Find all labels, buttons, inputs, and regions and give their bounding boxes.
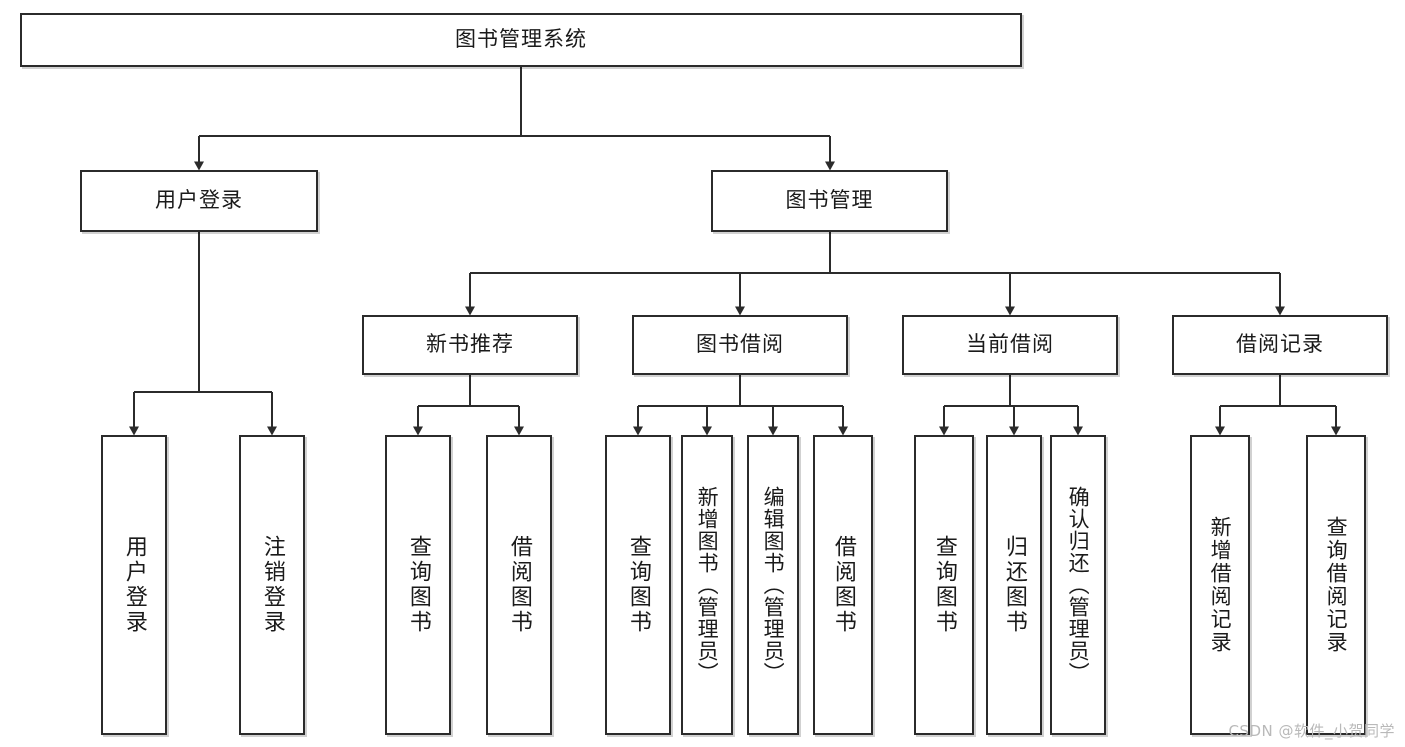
node-new-book-recommend[interactable]: 新书推荐 bbox=[362, 315, 578, 375]
node-current-borrow-label: 当前借阅 bbox=[966, 332, 1054, 357]
leaf-borrow-book-1[interactable]: 借阅图书 bbox=[486, 435, 552, 735]
node-borrow-record-label: 借阅记录 bbox=[1236, 332, 1324, 357]
leaf-return-book[interactable]: 归还图书 bbox=[986, 435, 1042, 735]
leaf-logout[interactable]: 注销登录 bbox=[239, 435, 305, 735]
leaf-edit-book-label: 编辑图书（管理员） bbox=[761, 486, 786, 684]
leaf-query-book-3[interactable]: 查询图书 bbox=[914, 435, 974, 735]
leaf-borrow-book-1-label: 借阅图书 bbox=[506, 535, 532, 635]
csdn-watermark: CSDN @软件_小贺同学 bbox=[1228, 722, 1395, 740]
leaf-add-record-label: 新增借阅记录 bbox=[1208, 516, 1233, 654]
leaf-borrow-book-2[interactable]: 借阅图书 bbox=[813, 435, 873, 735]
node-book-borrow[interactable]: 图书借阅 bbox=[632, 315, 848, 375]
leaf-confirm-return[interactable]: 确认归还（管理员） bbox=[1050, 435, 1106, 735]
leaf-add-record[interactable]: 新增借阅记录 bbox=[1190, 435, 1250, 735]
leaf-add-book[interactable]: 新增图书（管理员） bbox=[681, 435, 733, 735]
leaf-add-book-label: 新增图书（管理员） bbox=[695, 486, 720, 684]
node-new-book-recommend-label: 新书推荐 bbox=[426, 332, 514, 357]
node-user-login[interactable]: 用户登录 bbox=[80, 170, 318, 232]
node-book-manage[interactable]: 图书管理 bbox=[711, 170, 948, 232]
leaf-return-book-label: 归还图书 bbox=[1001, 535, 1027, 635]
node-user-login-label: 用户登录 bbox=[155, 188, 243, 213]
leaf-user-login-label: 用户登录 bbox=[121, 535, 147, 635]
leaf-edit-book[interactable]: 编辑图书（管理员） bbox=[747, 435, 799, 735]
node-root[interactable]: 图书管理系统 bbox=[20, 13, 1022, 67]
leaf-query-book-3-label: 查询图书 bbox=[931, 535, 957, 635]
leaf-query-record-label: 查询借阅记录 bbox=[1324, 516, 1349, 654]
leaf-confirm-return-label: 确认归还（管理员） bbox=[1066, 486, 1091, 684]
leaf-query-book-2-label: 查询图书 bbox=[625, 535, 651, 635]
node-book-borrow-label: 图书借阅 bbox=[696, 332, 784, 357]
node-current-borrow[interactable]: 当前借阅 bbox=[902, 315, 1118, 375]
leaf-logout-label: 注销登录 bbox=[259, 535, 285, 635]
node-borrow-record[interactable]: 借阅记录 bbox=[1172, 315, 1388, 375]
leaf-user-login[interactable]: 用户登录 bbox=[101, 435, 167, 735]
node-root-label: 图书管理系统 bbox=[455, 27, 587, 52]
leaf-query-book-2[interactable]: 查询图书 bbox=[605, 435, 671, 735]
leaf-query-book-1-label: 查询图书 bbox=[405, 535, 431, 635]
leaf-query-record[interactable]: 查询借阅记录 bbox=[1306, 435, 1366, 735]
leaf-query-book-1[interactable]: 查询图书 bbox=[385, 435, 451, 735]
node-book-manage-label: 图书管理 bbox=[785, 188, 874, 213]
leaf-borrow-book-2-label: 借阅图书 bbox=[830, 535, 856, 635]
